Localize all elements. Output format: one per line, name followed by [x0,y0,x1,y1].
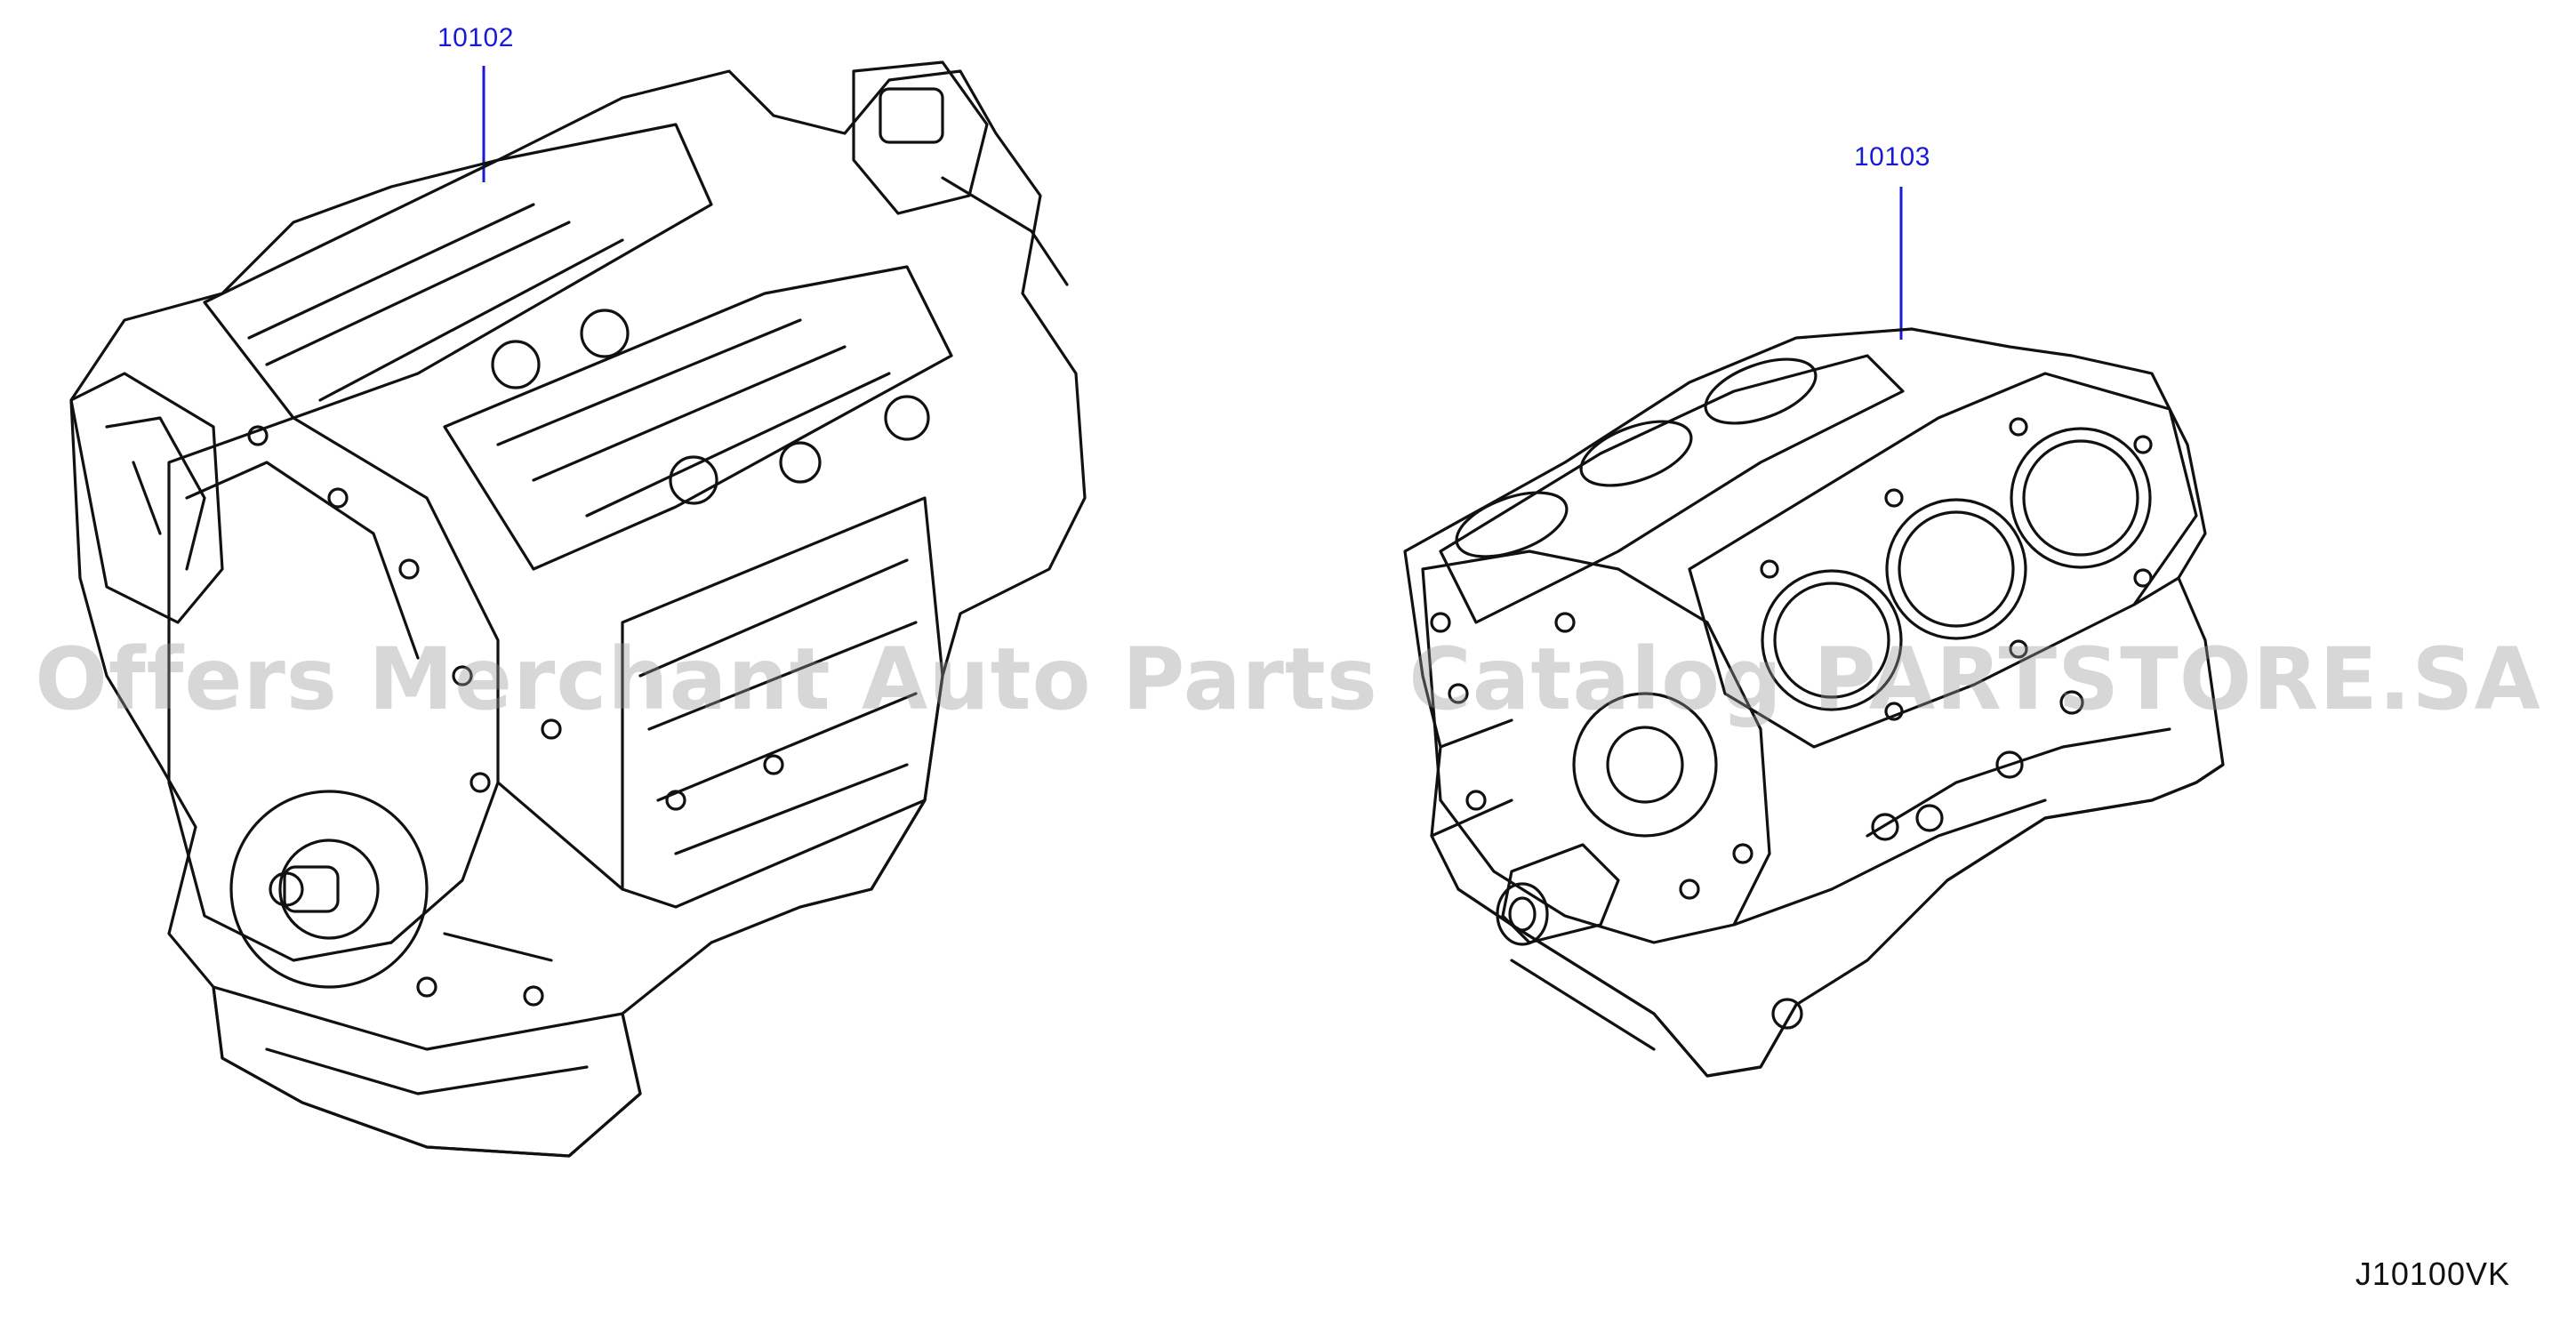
complete-engine-assembly [69,60,1087,1158]
watermark: Offers Merchant Auto Parts Catalog PARTS… [35,630,2541,729]
callout-10102[interactable]: 10102 [437,23,514,52]
cylinder-block-assembly [1403,327,2225,1078]
callout-10103[interactable]: 10103 [1854,142,1930,172]
diagram-code: J10100VK [2355,1256,2510,1292]
